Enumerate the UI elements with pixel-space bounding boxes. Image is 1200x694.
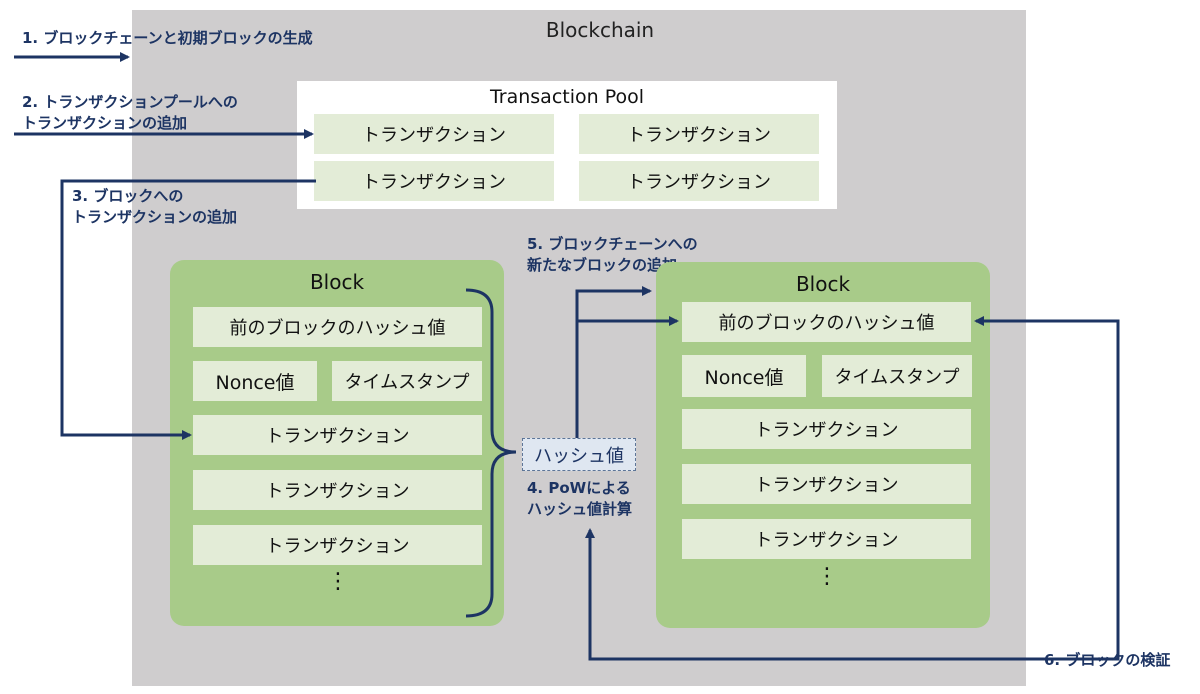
block-left-ellipsis: ⋮	[327, 569, 349, 594]
block-right-prev-hash: 前のブロックのハッシュ値	[682, 302, 971, 342]
step-4-label-line2: ハッシュ値計算	[527, 500, 633, 518]
block-right-nonce: Nonce値	[682, 355, 806, 397]
block-left-timestamp: タイムスタンプ	[332, 361, 482, 401]
block-right-ellipsis: ⋮	[816, 564, 838, 589]
step-2-label-line2: トランザクションの追加	[22, 114, 188, 132]
block-right-timestamp: タイムスタンプ	[822, 355, 972, 397]
block-left-transaction: トランザクション	[193, 415, 482, 455]
block-right-transaction: トランザクション	[682, 519, 971, 559]
block-right-transaction: トランザクション	[682, 464, 971, 504]
step-5-label-line1: 5. ブロックチェーンへの	[527, 235, 698, 253]
pool-transaction: トランザクション	[314, 161, 554, 201]
block-left-transaction: トランザクション	[193, 525, 482, 565]
step-5-arrow-block	[575, 286, 652, 438]
pool-transaction: トランザクション	[579, 161, 819, 201]
block-left-transaction: トランザクション	[193, 470, 482, 510]
step-5-label-line2: 新たなブロックの追加	[527, 256, 678, 274]
step-3-label-line2: トランザクションの追加	[72, 208, 238, 226]
block-right-title: Block	[795, 272, 851, 296]
step-6-arrow-verify	[974, 316, 1120, 661]
step-3-arrow	[60, 179, 316, 440]
transaction-pool-title: Transaction Pool	[489, 86, 645, 108]
block-left-nonce: Nonce値	[193, 361, 317, 401]
step-4-label-line1: 4. PoWによる	[527, 479, 631, 497]
step-3-label-line1: 3. ブロックへの	[72, 187, 184, 205]
block-contents-brace	[465, 288, 517, 618]
blockchain-title: Blockchain	[545, 18, 655, 42]
block-right-transaction: トランザクション	[682, 409, 971, 449]
block-left-title: Block	[309, 270, 365, 294]
step-2-label-line1: 2. トランザクションプールへの	[22, 93, 238, 111]
step-1-label: 1. ブロックチェーンと初期ブロックの生成	[22, 29, 313, 47]
step-6-arrow-return	[585, 528, 1040, 661]
pool-transaction: トランザクション	[314, 114, 554, 154]
pool-transaction: トランザクション	[579, 114, 819, 154]
hash-value-box: ハッシュ値	[522, 438, 636, 471]
block-left-prev-hash: 前のブロックのハッシュ値	[193, 307, 482, 347]
